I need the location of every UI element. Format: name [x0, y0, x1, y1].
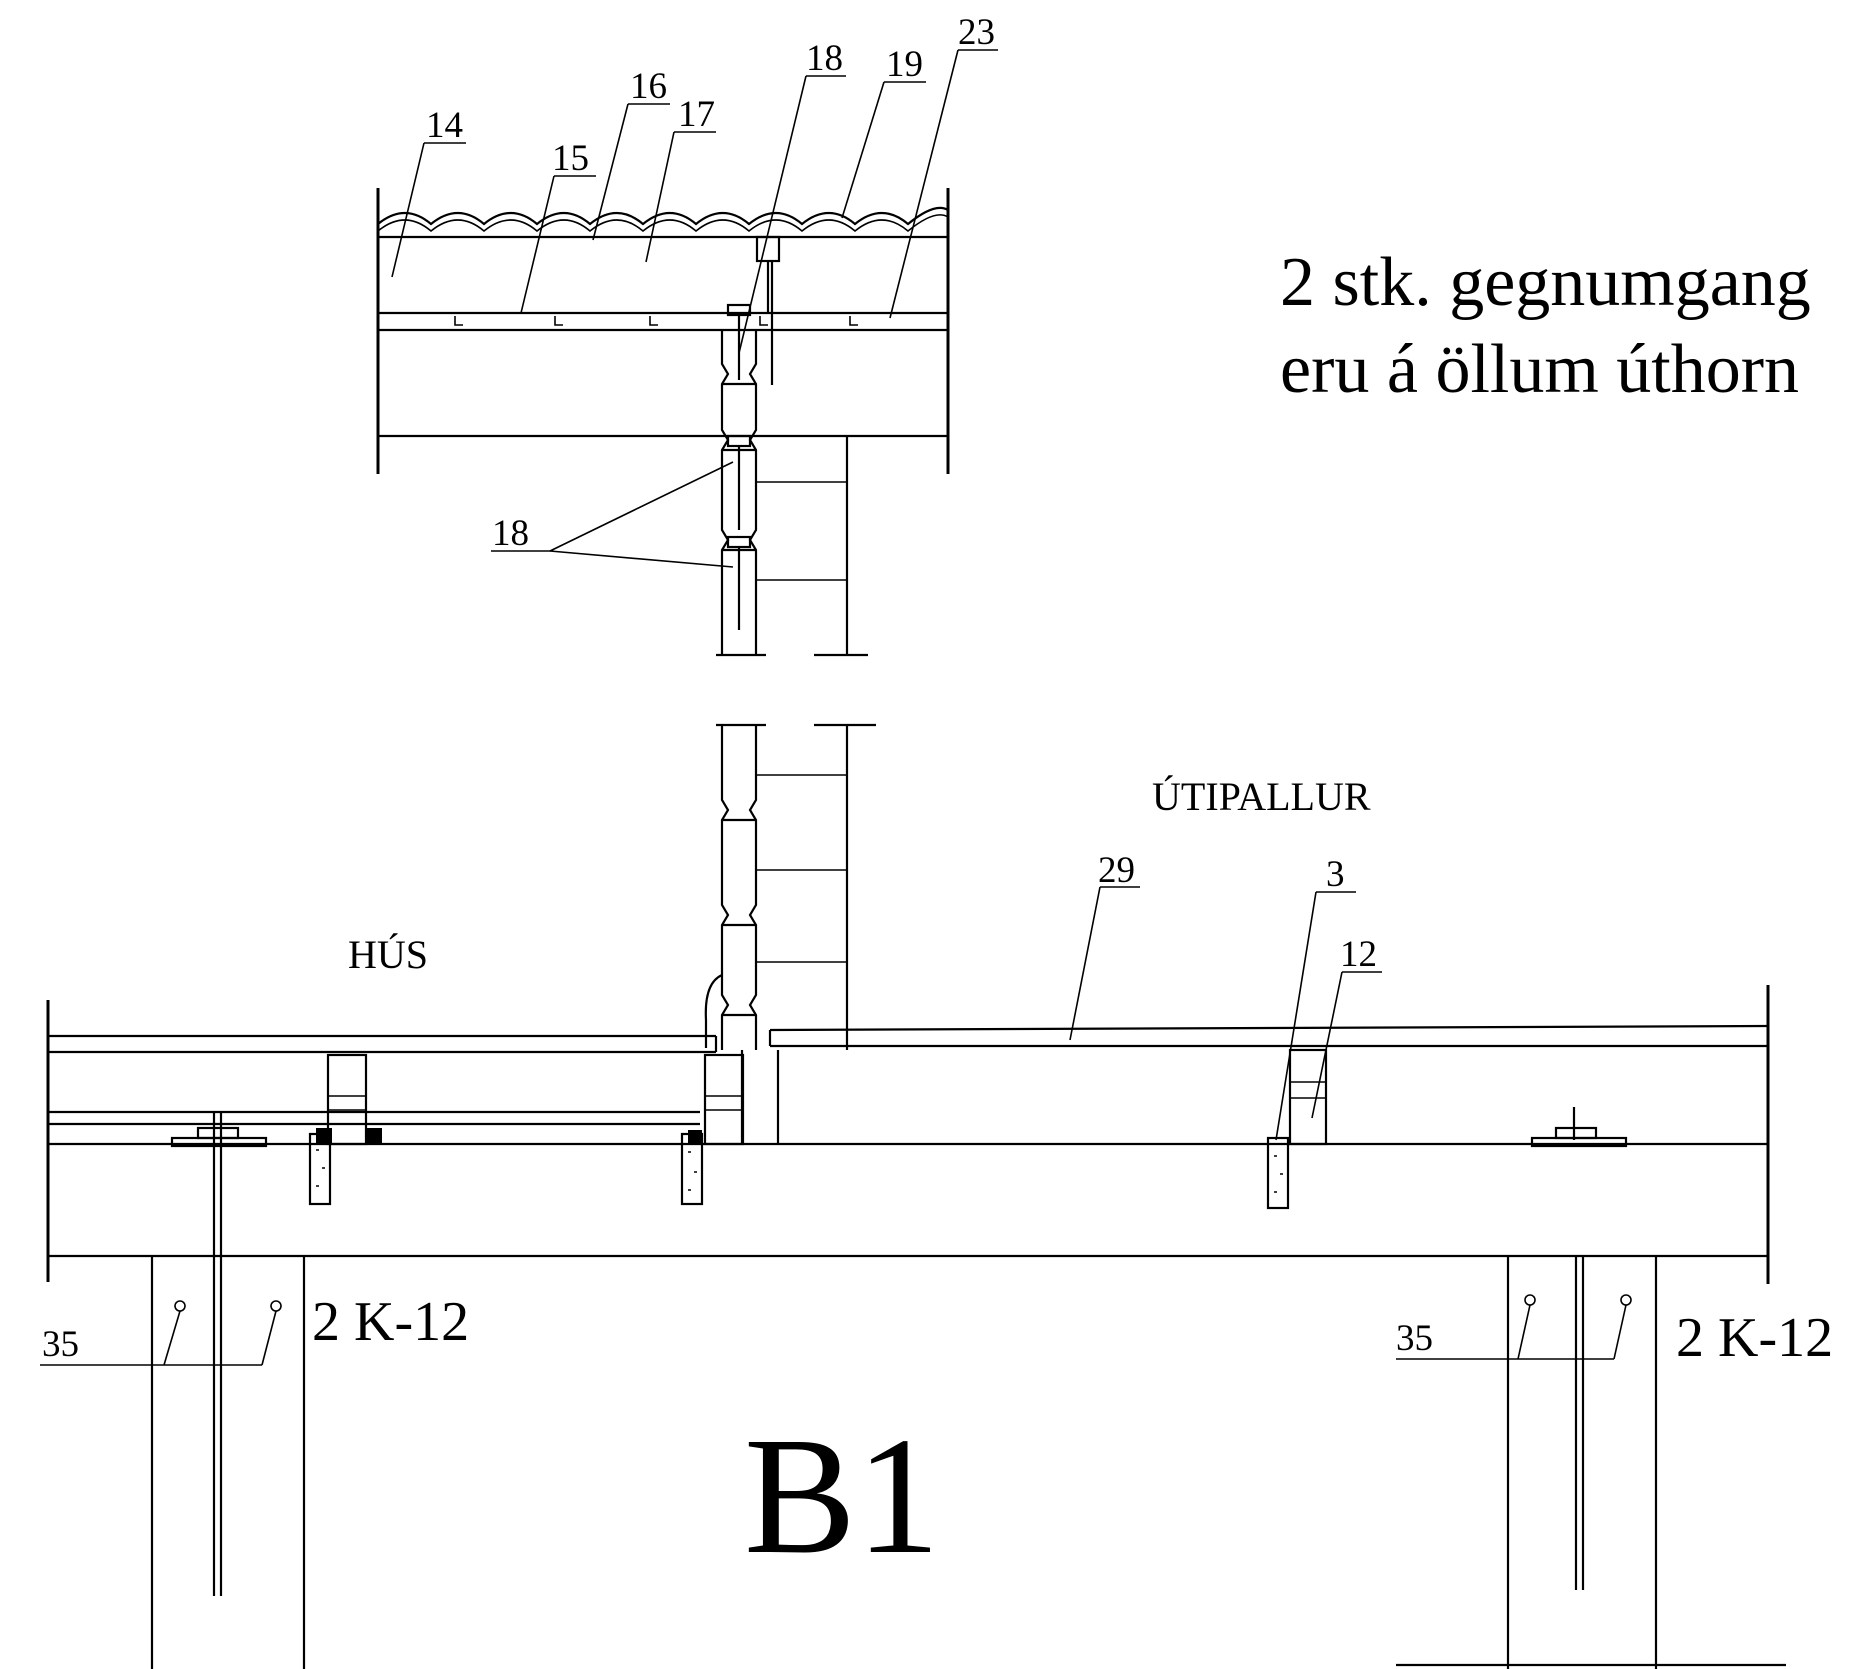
label-16: 16: [630, 66, 667, 107]
note-line-2: eru á öllum úthorn: [1280, 331, 1799, 408]
label-23: 23: [958, 12, 995, 53]
label-35-right: 35: [1396, 1318, 1433, 1359]
label-15: 15: [552, 138, 589, 179]
label-3: 3: [1326, 854, 1345, 895]
bottom-labels: HÚS ÚTIPALLUR 29 3 12 35 35 2 K-12 2 K-1…: [42, 774, 1833, 1589]
note-text: 2 stk. gegnumgang eru á öllum úthorn: [1280, 244, 1811, 408]
label-18: 18: [806, 38, 843, 79]
rebar-label-right: 2 K-12: [1676, 1307, 1833, 1369]
bottom-leaders: [40, 886, 1627, 1366]
log-wall-lower: [720, 725, 730, 1050]
label-12: 12: [1340, 934, 1377, 975]
top-leaders: [391, 49, 998, 568]
label-18-lower: 18: [492, 513, 529, 554]
label-19: 19: [886, 44, 923, 85]
room-label-right: ÚTIPALLUR: [1152, 774, 1371, 819]
label-35-left: 35: [42, 1324, 79, 1365]
top-labels: 14 15 16 17 18 19 23 18: [426, 12, 995, 554]
floor-detail: [46, 723, 1786, 1669]
roof-detail: [376, 188, 950, 657]
room-label-left: HÚS: [348, 932, 428, 977]
label-29: 29: [1098, 850, 1135, 891]
label-14: 14: [426, 105, 463, 146]
note-line-1: 2 stk. gegnumgang: [1280, 244, 1811, 321]
drawing-title: B1: [744, 1403, 940, 1589]
log-wall-upper: [720, 330, 730, 655]
rebar-label-left: 2 K-12: [312, 1291, 469, 1353]
corrugated-roof-sheet: [377, 206, 949, 226]
label-17: 17: [678, 94, 715, 135]
